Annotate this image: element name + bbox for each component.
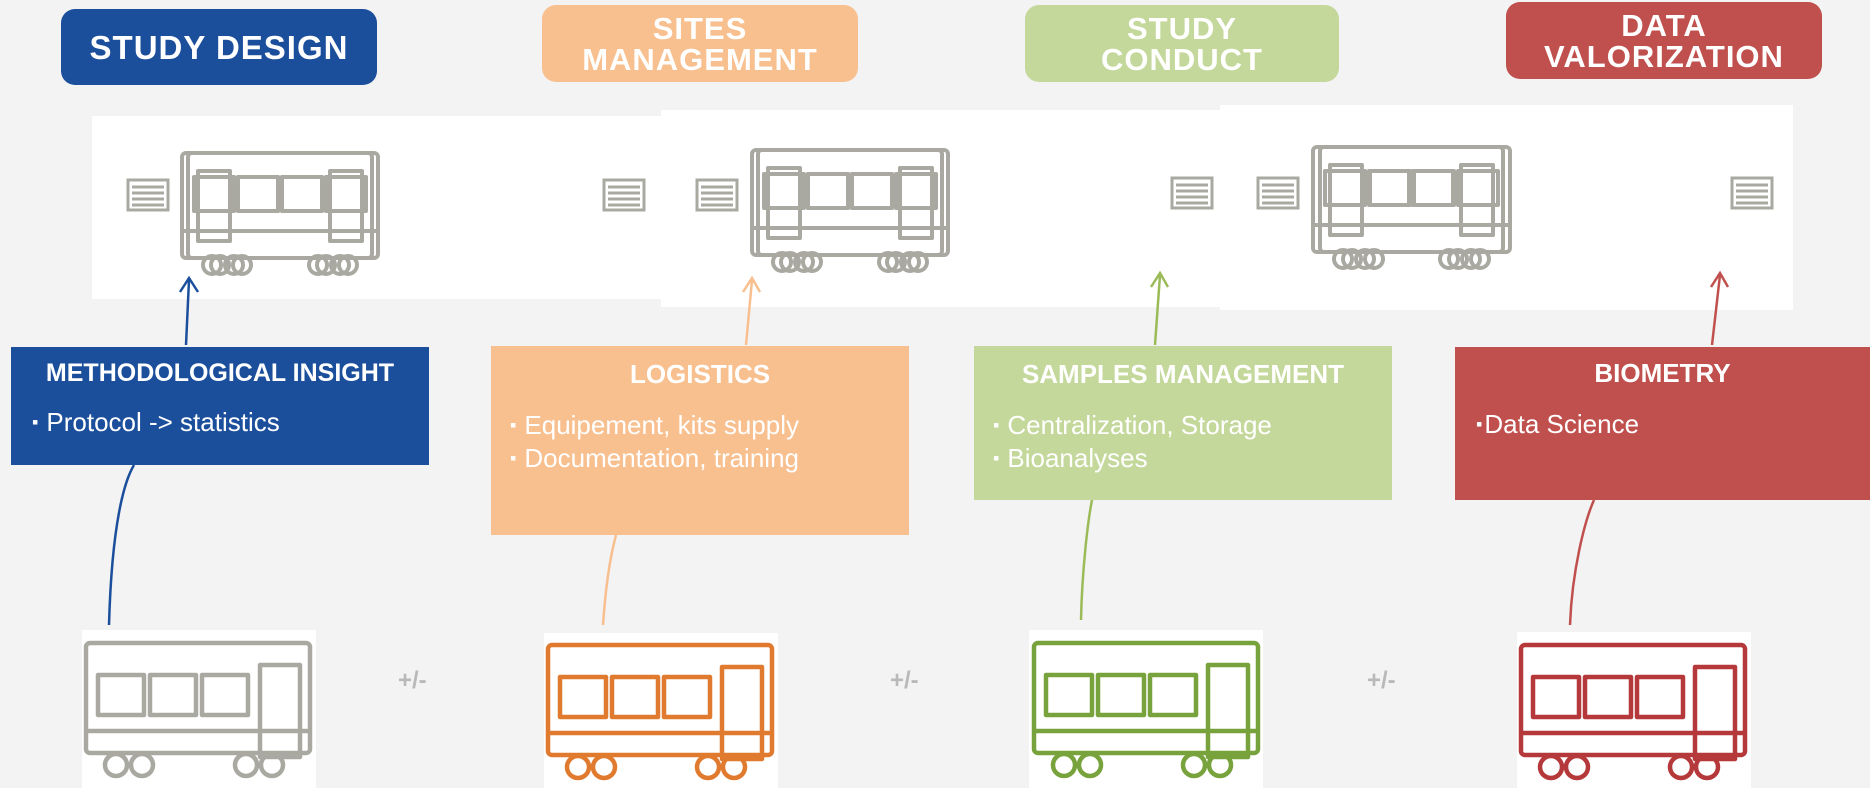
connector-plus-minus: +/- [398, 667, 427, 694]
wagon-green [1034, 643, 1258, 776]
wagon-red [1521, 645, 1745, 778]
box-title: METHODOLOGICAL INSIGHT [45, 359, 395, 387]
header-label: STUDY DESIGN [89, 28, 349, 66]
bottom-wagons [0, 620, 1870, 788]
list-item: Centralization, Storage [993, 409, 1392, 442]
header-label: STUDY CONDUCT [1101, 10, 1263, 77]
header-sites-management: SITES MANAGEMENT [542, 5, 858, 82]
connector-plus-minus: +/- [1367, 667, 1396, 694]
wagon-card-gray [82, 630, 316, 788]
box-title: BIOMETRY [1594, 358, 1731, 388]
wagon-gray [86, 643, 310, 776]
box-title: SAMPLES MANAGEMENT [1021, 359, 1345, 389]
list-item: Documentation, training [510, 442, 909, 475]
header-label: SITES MANAGEMENT [582, 10, 818, 77]
wagon-card-red [1517, 632, 1751, 788]
box-logistics: LOGISTICS Equipement, kits supply Docume… [491, 346, 909, 535]
box-methodological-insight: METHODOLOGICAL INSIGHT Protocol -> stati… [11, 347, 429, 465]
connector-plus-minus: +/- [890, 667, 919, 694]
list-item: Protocol -> statistics [32, 406, 429, 439]
header-study-design: STUDY DESIGN [61, 9, 377, 85]
list-item: Data Science [1476, 408, 1870, 441]
header-data-valorization: DATA VALORIZATION [1506, 2, 1822, 79]
box-samples-management: SAMPLES MANAGEMENT Centralization, Stora… [974, 346, 1392, 500]
wagon-orange [548, 645, 772, 778]
header-label: DATA VALORIZATION [1544, 7, 1784, 74]
box-title: LOGISTICS [629, 359, 771, 389]
list-item: Equipement, kits supply [510, 409, 909, 442]
train-strip-3 [1220, 105, 1793, 310]
list-item: Bioanalyses [993, 442, 1392, 475]
header-study-conduct: STUDY CONDUCT [1025, 5, 1339, 82]
wagon-card-orange [544, 633, 778, 788]
box-biometry: BIOMETRY Data Science [1455, 347, 1870, 500]
